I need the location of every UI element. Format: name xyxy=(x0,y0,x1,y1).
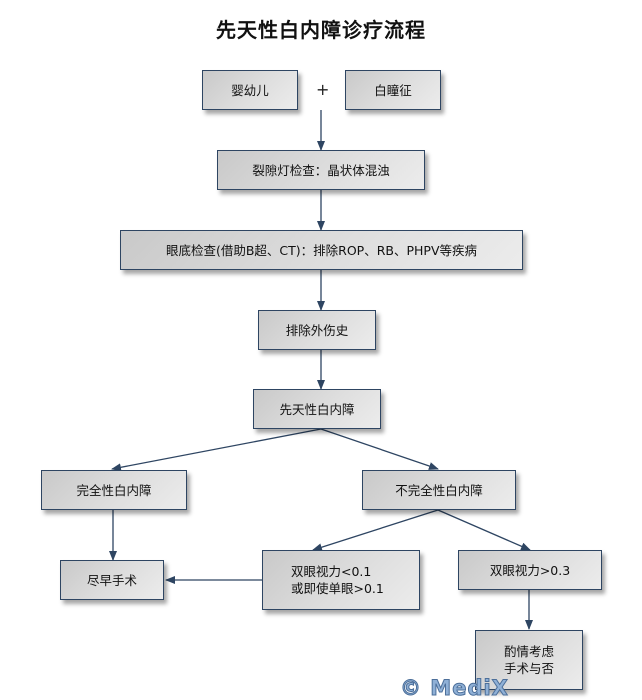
node-early-surgery: 尽早手术 xyxy=(60,560,164,600)
node-exclude-trauma: 排除外伤史 xyxy=(258,310,376,350)
node-incomplete-cataract: 不完全性白内障 xyxy=(362,470,516,510)
node-congenital-cataract: 先天性白内障 xyxy=(253,389,381,429)
node-consider-surgery: 酌情考虑 手术与否 xyxy=(475,630,583,690)
watermark: © MediX xyxy=(400,676,509,700)
node-fundus-exam: 眼底检查(借助B超、CT)：排除ROP、RB、PHPV等疾病 xyxy=(120,230,523,270)
arrow-congenital-to-complete xyxy=(111,428,322,472)
node-complete-cataract: 完全性白内障 xyxy=(41,470,187,510)
node-infant: 婴幼儿 xyxy=(202,70,298,110)
node-good-vision: 双眼视力>0.3 xyxy=(458,550,602,590)
arrow-congenital-to-incomplete xyxy=(320,428,439,470)
plus-sign: + xyxy=(316,80,330,99)
node-slit-lamp: 裂隙灯检查：晶状体混浊 xyxy=(217,150,425,190)
arrow-incomplete-to-low-vision xyxy=(312,509,439,552)
node-leukocoria: 白瞳征 xyxy=(345,70,441,110)
node-low-vision: 双眼视力<0.1 或即使单眼>0.1 xyxy=(262,550,420,610)
arrow-incomplete-to-good-vision xyxy=(437,509,531,551)
diagram-title: 先天性白内障诊疗流程 xyxy=(216,18,426,42)
